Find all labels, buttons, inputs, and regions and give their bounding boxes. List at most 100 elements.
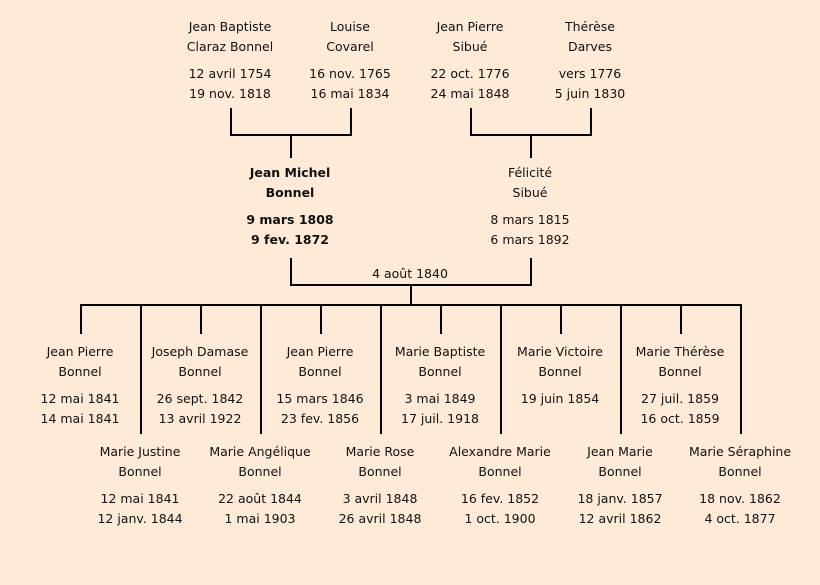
death-date: 12 janv. 1844 — [97, 511, 183, 526]
connector-line — [290, 258, 292, 286]
spacer — [460, 203, 600, 210]
death-date — [490, 409, 630, 429]
birth-date: 15 mars 1846 — [276, 391, 364, 406]
death-date: 9 fev. 1872 — [251, 232, 329, 247]
connector-line — [230, 108, 232, 136]
spacer — [670, 482, 810, 489]
connector-line — [80, 304, 82, 334]
surname-line: Bonnel — [478, 464, 522, 479]
name-line: Louise — [330, 19, 370, 34]
connector-line — [80, 304, 742, 306]
birth-date: 3 avril 1848 — [342, 491, 418, 506]
name-line: Marie Séraphine — [688, 444, 792, 459]
surname-line: Bonnel — [418, 364, 462, 379]
connector-line — [410, 284, 412, 305]
name-line: Marie Rose — [345, 444, 415, 459]
name-line: Marie Baptiste — [394, 344, 486, 359]
birth-date: 18 nov. 1862 — [699, 491, 781, 506]
spacer — [310, 482, 450, 489]
death-date: 19 nov. 1818 — [189, 86, 271, 101]
connector-line — [590, 108, 592, 136]
surname-line: Bonnel — [538, 364, 582, 379]
surname-line: Bonnel — [718, 464, 762, 479]
surname-line: Sibué — [452, 39, 488, 54]
surname-line: Bonnel — [598, 464, 642, 479]
death-date: 16 oct. 1859 — [640, 411, 720, 426]
surname-line: Bonnel — [298, 364, 342, 379]
death-date: 23 fev. 1856 — [280, 411, 360, 426]
connector-line — [440, 304, 442, 334]
spacer — [400, 57, 540, 64]
death-date: 24 mai 1848 — [430, 86, 510, 101]
birth-date: 12 avril 1754 — [188, 66, 272, 81]
name-line: Marie Thérèse — [635, 344, 725, 359]
connector-line — [380, 304, 382, 434]
death-date: 16 mai 1834 — [310, 86, 390, 101]
connector-line — [560, 304, 562, 334]
connector-line — [470, 108, 472, 136]
name-line: Alexandre Marie — [449, 444, 551, 459]
death-date: 13 avril 1922 — [158, 411, 242, 426]
spacer — [490, 382, 630, 389]
name-line: Marie Justine — [99, 444, 181, 459]
spacer — [280, 57, 420, 64]
birth-date: 12 mai 1841 — [100, 491, 180, 506]
birth-date: 26 sept. 1842 — [156, 391, 244, 406]
death-date: 5 juin 1830 — [554, 86, 626, 101]
death-date: 6 mars 1892 — [490, 232, 570, 247]
spacer — [610, 382, 750, 389]
spacer — [520, 57, 660, 64]
surname-line: Bonnel — [58, 364, 102, 379]
connector-line — [620, 304, 622, 434]
death-date: 4 oct. 1877 — [704, 511, 776, 526]
spacer — [130, 382, 270, 389]
name-line: Félicité — [507, 165, 553, 180]
surname-line: Sibué — [512, 185, 548, 200]
death-date: 17 juil. 1918 — [401, 411, 479, 426]
connector-line — [200, 304, 202, 334]
birth-date: vers 1776 — [558, 66, 622, 81]
spacer — [220, 203, 360, 210]
connector-line — [530, 258, 532, 286]
birth-date: 12 mai 1841 — [40, 391, 120, 406]
name-line: Jean Pierre — [436, 19, 504, 34]
spacer — [430, 482, 570, 489]
birth-date: 22 août 1844 — [218, 491, 302, 506]
connector-line — [350, 108, 352, 136]
connector-line — [740, 304, 742, 434]
birth-date: 19 juin 1854 — [520, 391, 600, 406]
name-line: Jean Michel — [249, 165, 331, 180]
name-line: Jean Baptiste — [188, 19, 272, 34]
spacer — [190, 482, 330, 489]
death-date: 12 avril 1862 — [578, 511, 662, 526]
surname-line: Darves — [567, 39, 613, 54]
connector-line — [500, 304, 502, 434]
connector-line — [320, 304, 322, 334]
name-line: Marie Victoire — [517, 344, 603, 359]
birth-date: 8 mars 1815 — [490, 212, 570, 227]
connector-line — [680, 304, 682, 334]
marriage-date: 4 août 1840 — [372, 266, 448, 281]
birth-date: 22 oct. 1776 — [430, 66, 510, 81]
spacer — [550, 482, 690, 489]
spacer — [160, 57, 300, 64]
connector-line — [530, 134, 532, 158]
